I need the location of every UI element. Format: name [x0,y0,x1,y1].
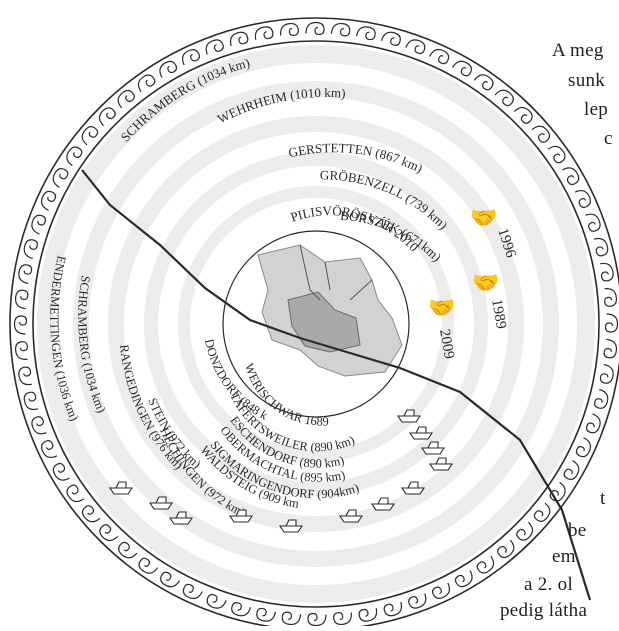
scroll-ornament [179,47,200,65]
scroll-ornament [575,437,593,458]
paragraph-line: em [552,546,576,568]
scroll-ornament [306,23,324,35]
scroll-ornament [383,601,403,617]
paragraph-line: pedig látha [500,600,587,622]
scroll-ornament [593,236,609,256]
scroll-ornament [228,31,248,47]
scroll-ornament [600,364,615,384]
scroll-ornament [205,593,226,610]
scroll-ornament [39,439,57,460]
svg-text:SCHRAMBERG (1034 km): SCHRAMBERG (1034 km) [75,274,108,414]
scroll-ornament [15,316,27,334]
scroll-ornament [256,608,276,623]
scroll-ornament [407,593,428,610]
scroll-ornament [50,166,69,188]
scroll-ornament [181,583,202,601]
scroll-ornament [585,414,602,435]
scroll-ornament [39,189,57,210]
scroll-ornament [30,415,47,436]
scroll-ornament [604,339,618,358]
paragraph-line: c [604,128,613,150]
paragraph-line: A meg [552,40,604,62]
scroll-ornament [15,341,29,360]
scroll-ornament [282,612,301,626]
paragraph-line: a 2. ol [524,574,573,596]
scroll-ornament [51,462,70,484]
boat-icon [430,458,452,470]
scroll-ornament [23,391,39,411]
scroll-ornament [204,38,225,55]
scroll-ornament [574,187,592,208]
scroll-ornament [585,212,602,233]
scroll-ornament [15,290,29,309]
scroll-ornament [431,582,452,600]
scroll-ornament [452,58,474,77]
scroll-ornament [280,23,299,37]
scroll-ornament [230,602,250,618]
scroll-ornament [356,25,376,40]
paragraph-line: lep [584,99,608,121]
scroll-ornament [454,570,476,589]
year-label: 1989 [488,298,509,330]
boat-icon [110,482,132,494]
handshake-icon: 🤝 [472,270,499,295]
paragraph-line: t [600,488,606,510]
place-label: SCHRAMBERG (1034 km) [75,274,108,414]
scroll-ornament [562,165,581,187]
scroll-ornament [308,614,326,626]
town-map [223,231,409,417]
paragraph-line: sunk [568,70,605,92]
scroll-ornament [17,264,32,284]
handshake-icon: 🤝 [470,205,497,230]
scroll-ornament [18,366,33,386]
scroll-ornament [606,314,618,332]
scroll-ornament [406,37,427,54]
scroll-ornament [358,607,378,622]
scroll-ornament [22,238,38,258]
scroll-ornament [333,612,352,626]
scroll-ornament [563,460,582,482]
scroll-ornament [158,571,180,590]
scroll-ornament [429,47,450,65]
scroll-ornament [157,59,179,78]
scroll-ornament [29,213,46,234]
boat-icon [372,498,394,510]
paragraph-line: be [568,520,587,542]
handshake-icon: 🤝 [428,295,455,320]
scroll-ornament [331,23,350,37]
scroll-ornament [599,262,614,282]
boat-icon [402,482,424,494]
scroll-ornament [381,30,401,46]
scroll-ornament [594,389,610,409]
scroll-ornament [254,26,274,41]
boat-icon [410,427,432,439]
scroll-ornament [604,288,618,307]
